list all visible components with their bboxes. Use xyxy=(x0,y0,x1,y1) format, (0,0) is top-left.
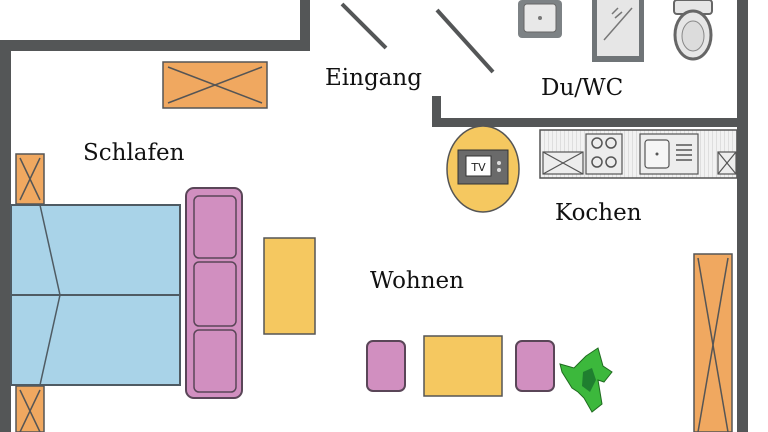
dining-table xyxy=(423,335,503,397)
wardrobe-top xyxy=(162,61,268,109)
nightstand-bottom xyxy=(15,385,45,432)
door-swings xyxy=(340,2,495,74)
chair-right xyxy=(515,340,555,392)
drawer-icon xyxy=(542,151,584,175)
wall-top-left-stub xyxy=(300,0,310,51)
sink-icon xyxy=(518,0,562,38)
wall-right xyxy=(737,0,748,432)
shower-icon xyxy=(592,0,644,62)
plant-icon xyxy=(559,347,613,413)
stove-icon xyxy=(585,133,623,175)
wall-bathroom-left xyxy=(432,96,441,126)
wall-top-left xyxy=(0,40,310,51)
room-label-kitchen: Kochen xyxy=(555,200,642,226)
fridge-icon xyxy=(717,151,737,175)
tv-icon: TV xyxy=(457,149,509,185)
entrance-door xyxy=(340,2,388,50)
wardrobe-right xyxy=(693,253,733,432)
room-label-entrance: Eingang xyxy=(325,65,422,91)
coffee-table xyxy=(263,237,316,335)
room-label-bathroom: Du/WC xyxy=(541,75,623,101)
double-bed xyxy=(10,204,181,386)
tv-label: TV xyxy=(470,161,486,174)
wall-bathroom-bottom xyxy=(432,118,748,127)
bathroom-fixtures xyxy=(518,0,713,62)
kitchen-counter xyxy=(539,129,738,179)
bathroom-door xyxy=(435,8,495,74)
walls xyxy=(0,0,748,432)
toilet-icon xyxy=(673,0,713,61)
room-label-bedroom: Schlafen xyxy=(83,140,185,166)
tv-table: TV xyxy=(446,125,520,213)
dining-table-set xyxy=(366,335,555,397)
sofa xyxy=(185,187,243,399)
nightstand-top xyxy=(15,153,45,205)
chair-left xyxy=(366,340,406,392)
room-label-living: Wohnen xyxy=(370,268,464,294)
kitchen-sink-icon xyxy=(639,133,699,175)
wall-left xyxy=(0,51,11,432)
